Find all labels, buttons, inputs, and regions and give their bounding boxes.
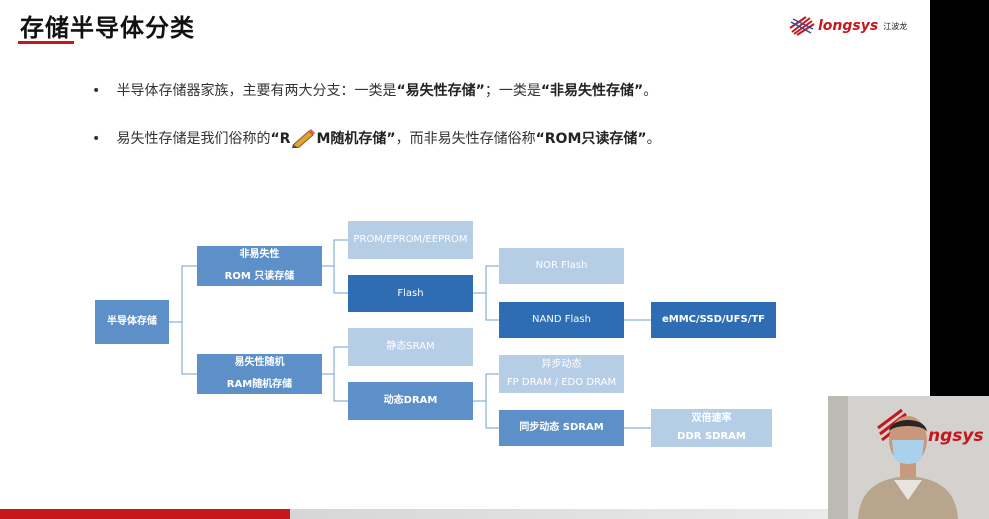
bullet-1-post: 。 — [643, 83, 658, 99]
node-label-line2: FP DRAM / EDO DRAM — [506, 377, 617, 388]
node-sram: 静态SRAM — [348, 328, 473, 366]
longsys-logo: longsys 江波龙 — [788, 14, 907, 38]
node-label-line1: 易失性随机 — [234, 357, 285, 368]
node-nand-flash: NAND Flash — [499, 302, 624, 338]
bullet-1: • 半导体存储器家族，主要有两大分支：一类是“易失性存储”；一类是“非易失性存储… — [92, 80, 657, 100]
bullet-2-bold-2: “ROM只读存储” — [535, 131, 647, 147]
node-ddr-sdram: 双倍速率 DDR SDRAM — [651, 409, 772, 447]
node-label-line2: ROM 只读存储 — [224, 271, 295, 282]
node-label-line1: 异步动态 — [541, 359, 582, 370]
node-label: 动态DRAM — [383, 395, 438, 406]
node-label-line2: RAM随机存储 — [226, 379, 293, 390]
bullet-2-bold-1b: M随机存储” — [316, 131, 396, 147]
footer-bar-gray — [290, 509, 930, 519]
node-emmc: eMMC/SSD/UFS/TF — [651, 302, 776, 338]
node-label: Flash — [397, 287, 424, 299]
node-label: PROM/EPROM/EEPROM — [353, 234, 468, 245]
bullet-2: • 易失性存储是我们俗称的“R M随机存储”，而非易失性存储俗称“ROM只读存储… — [92, 128, 661, 148]
node-label: eMMC/SSD/UFS/TF — [661, 314, 766, 325]
node-label: 同步动态 SDRAM — [519, 422, 604, 433]
node-label: 静态SRAM — [386, 341, 435, 352]
logo-cn-text: 江波龙 — [883, 21, 908, 31]
black-sidebar — [930, 0, 989, 396]
footer-bar-red — [0, 509, 290, 519]
bullet-1-bold-2: “非易失性存储” — [540, 83, 644, 99]
bullet-2-bold-1a: “R — [270, 131, 291, 147]
node-nonvolatile: 非易失性 ROM 只读存储 — [197, 246, 322, 286]
logo-brand-text: longsys — [818, 18, 879, 34]
node-label-line2: DDR SDRAM — [677, 431, 746, 442]
slide-title: 存储半导体分类 — [20, 14, 195, 42]
bullet-1-bold-1: “易失性存储” — [396, 83, 485, 99]
node-label: 半导体存储 — [107, 316, 157, 327]
node-label: NOR Flash — [535, 260, 588, 271]
webcam-backdrop-text: ngsys — [928, 426, 984, 446]
diagram-connectors — [169, 239, 651, 429]
bullet-2-mid: ，而非易失性存储俗称 — [395, 131, 536, 147]
bullet-dot: • — [92, 131, 101, 147]
logo-mark-icon — [789, 16, 815, 36]
webcam-overlay[interactable]: ngsys — [828, 396, 989, 519]
bullet-dot: • — [92, 83, 101, 99]
node-sync-sdram: 同步动态 SDRAM — [499, 410, 624, 446]
node-semiconductor-storage: 半导体存储 — [95, 300, 169, 344]
bullet-1-mid: ；一类是 — [484, 83, 541, 99]
bullet-2-pre: 易失性存储是我们俗称的 — [116, 131, 271, 147]
node-nor-flash: NOR Flash — [499, 248, 624, 284]
node-label: NAND Flash — [532, 314, 591, 325]
webcam-presenter-icon — [828, 396, 989, 519]
title-underline — [18, 41, 74, 44]
pen-cursor-icon — [292, 129, 316, 148]
bullet-2-post: 。 — [646, 131, 661, 147]
node-volatile: 易失性随机 RAM随机存储 — [197, 354, 322, 394]
slide: 存储半导体分类 longsys 江波龙 • 半导体存储器家族，主要有两大分支：一… — [0, 0, 930, 519]
node-label-line1: 非易失性 — [239, 249, 280, 260]
node-prom: PROM/EPROM/EEPROM — [348, 221, 473, 259]
node-flash: Flash — [348, 275, 473, 312]
node-dram: 动态DRAM — [348, 382, 473, 420]
node-async-dram: 异步动态 FP DRAM / EDO DRAM — [499, 355, 624, 393]
node-label-line1: 双倍速率 — [691, 413, 732, 424]
bullet-1-pre: 半导体存储器家族，主要有两大分支：一类是 — [116, 83, 397, 99]
